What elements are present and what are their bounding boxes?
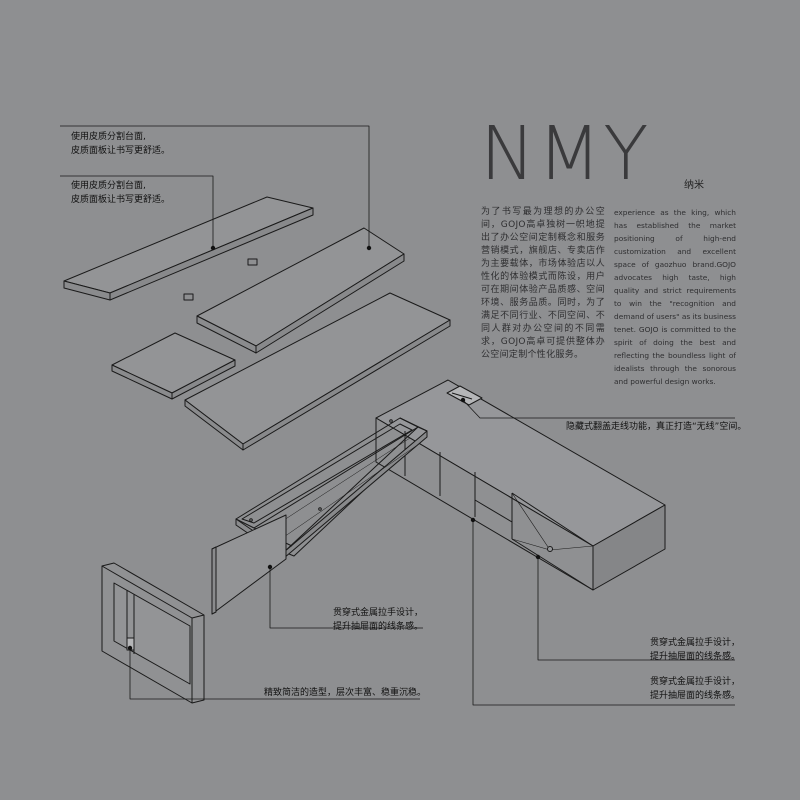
leather-second-panel: [196, 227, 405, 354]
intro-english: experience as the king, which has establ…: [614, 208, 736, 386]
socket-2: [183, 293, 194, 301]
callout-line: 提升抽屉面的线条感。: [650, 652, 741, 662]
callout-line: 皮质面板让书写更舒适。: [71, 146, 171, 156]
callout-line: 提升抽屉面的线条感。: [333, 622, 424, 632]
callout-leather-1: 使用皮质分割台面, 皮质面板让书写更舒适。: [71, 130, 170, 158]
leader-handle-3: [472, 520, 735, 706]
callout-line: 贯穿式金属拉手设计，: [333, 608, 424, 618]
callout-handle-1: 贯穿式金属拉手设计， 提升抽屉面的线条感。: [333, 606, 423, 634]
long-lower-panel: [184, 292, 451, 451]
callout-leather-2: 使用皮质分割台面, 皮质面板让书写更舒适。: [71, 179, 170, 207]
leg-frame: [101, 562, 205, 704]
brand-subtitle: 纳米: [684, 180, 704, 191]
modesty-panel: [211, 514, 287, 615]
brand-title: NMY: [480, 111, 651, 197]
leather-top-panel: [63, 196, 314, 301]
leader-lines: [60, 125, 735, 706]
callout-handle-2: 贯穿式金属拉手设计， 提升抽屉面的线条感。: [650, 636, 740, 664]
leader-leather-1: [60, 125, 370, 248]
intro-chinese: 为了书写最为理想的办公空间，GOJO高卓独树一帜地提出了办公空间定制概念和服务营…: [481, 207, 605, 360]
leader-leather-2: [60, 175, 214, 248]
callout-line: 贯穿式金属拉手设计，: [650, 638, 741, 648]
cabinet-body: [375, 379, 666, 591]
callout-line: 精致简洁的造型，层次丰富、稳重沉稳。: [264, 688, 427, 698]
leader-handle-1: [269, 567, 423, 629]
callout-line: 隐藏式翻盖走线功能，真正打造“无线”空间。: [566, 422, 747, 432]
callout-form: 精致简洁的造型，层次丰富、稳重沉稳。: [264, 686, 426, 700]
leader-cable: [462, 399, 735, 419]
callout-line: 使用皮质分割台面,: [71, 132, 146, 142]
socket-1: [247, 258, 258, 266]
callout-cable: 隐藏式翻盖走线功能，真正打造“无线”空间。: [566, 420, 746, 434]
leader-dots: [127, 245, 541, 651]
leader-handle-2: [537, 557, 735, 661]
small-square-panel: [111, 332, 236, 400]
callout-line: 皮质面板让书写更舒适。: [71, 195, 171, 205]
leader-form: [129, 648, 420, 700]
callout-line: 贯穿式金属拉手设计，: [650, 677, 741, 687]
callout-line: 提升抽屉面的线条感。: [650, 691, 741, 701]
callout-line: 使用皮质分割台面,: [71, 181, 146, 191]
callout-handle-3: 贯穿式金属拉手设计， 提升抽屉面的线条感。: [650, 675, 740, 703]
